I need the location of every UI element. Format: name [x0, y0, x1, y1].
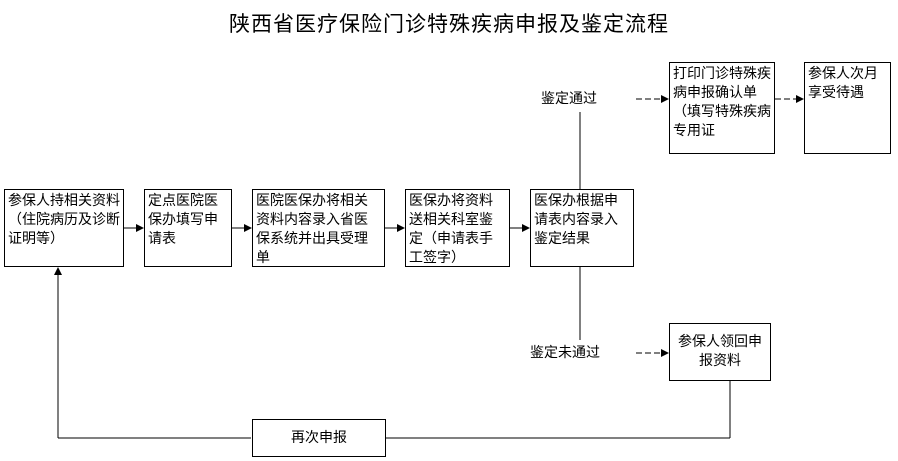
node-hospital-record: 医院医保办将相关资料内容录入省医保系统并出具受理单	[252, 189, 385, 267]
label-not-passed: 鉴定未通过	[530, 345, 600, 361]
node-print-confirm: 打印门诊特殊疾病申报确认单（填写特殊疾病专用证	[669, 62, 775, 154]
node-reapply: 再次申报	[252, 419, 386, 457]
node-enjoy-benefit: 参保人次月享受待遇	[804, 62, 891, 154]
label-passed: 鉴定通过	[541, 91, 597, 107]
page-title: 陕西省医疗保险门诊特殊疾病申报及鉴定流程	[229, 12, 669, 36]
node-collect-materials: 参保人领回申报资料	[669, 323, 771, 381]
node-insurance-send: 医保办将资料送相关科室鉴定（申请表手工签字）	[405, 189, 510, 267]
node-hospital-form: 定点医院医保办填写申请表	[144, 189, 232, 267]
node-apply: 参保人持相关资料（住院病历及诊断证明等）	[4, 189, 124, 267]
node-insurance-result: 医保办根据申请表内容录入鉴定结果	[530, 189, 634, 267]
